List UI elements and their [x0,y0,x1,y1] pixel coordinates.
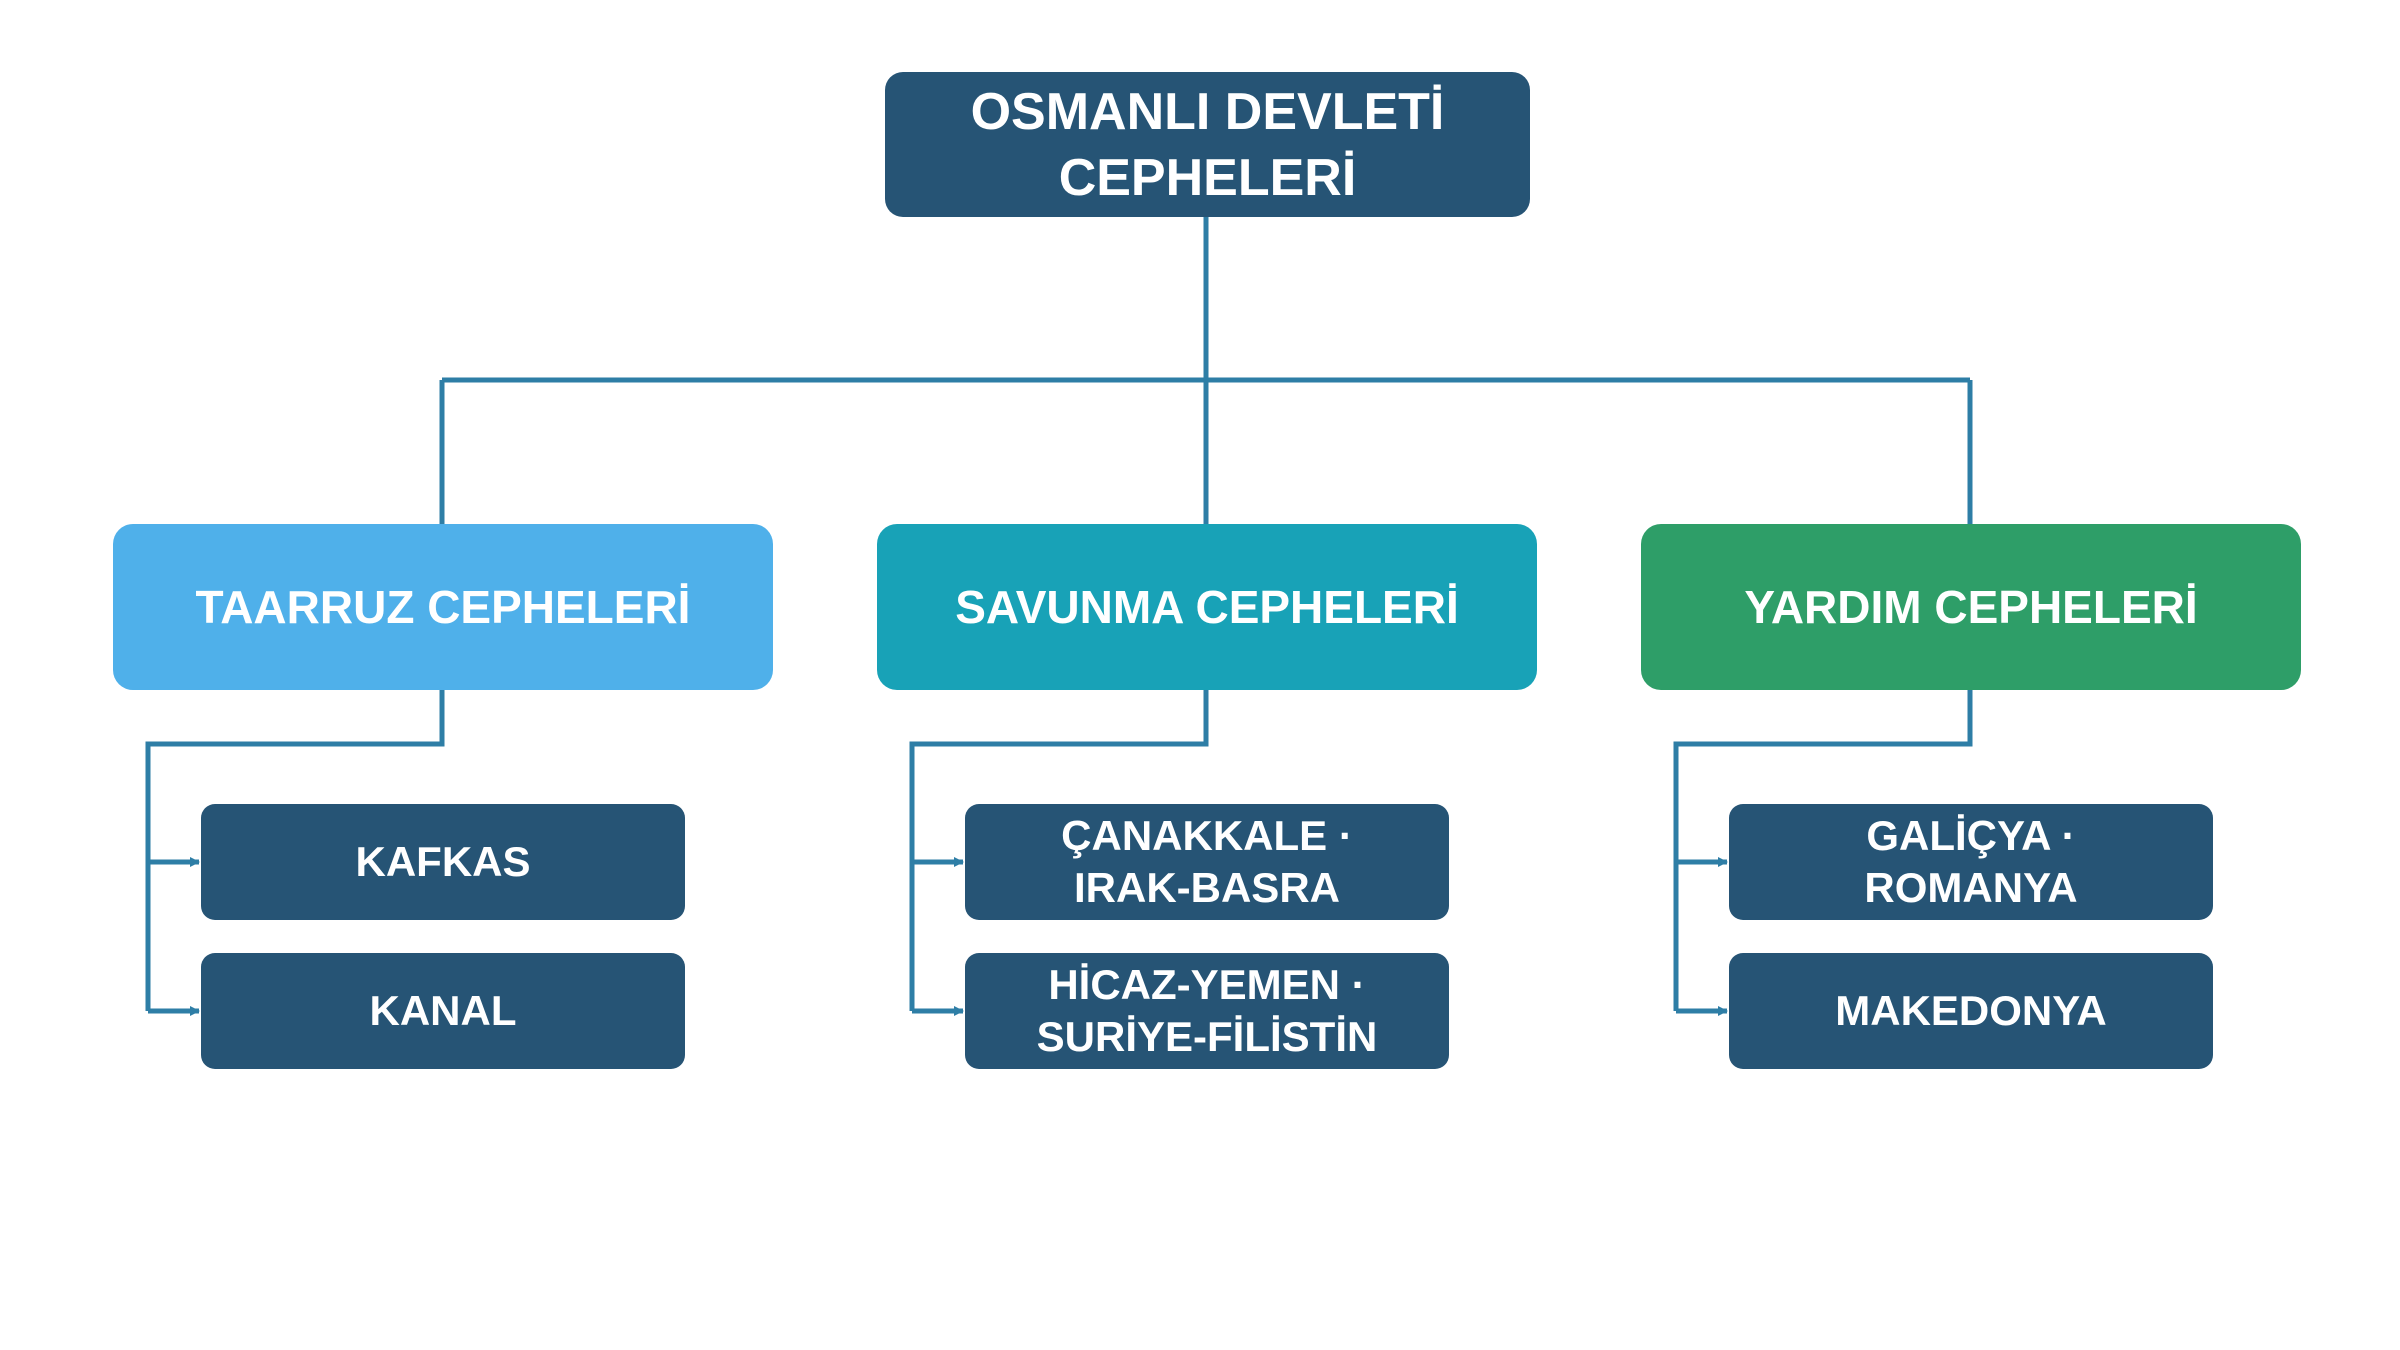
item-kanal: KANAL [201,953,685,1069]
root-node: OSMANLI DEVLETİ CEPHELERİ [885,72,1530,217]
tree-spine-taarruz-line [145,690,445,1011]
item-galicya-romanya: GALİÇYA · ROMANYA [1729,804,2213,920]
tree-spine-savunma-line [909,690,1209,1011]
category-savunma: SAVUNMA CEPHELERİ [877,524,1537,690]
category-taarruz: TAARRUZ CEPHELERİ [113,524,773,690]
tree-spine-yardim-line [1673,690,1973,1011]
item-hicaz-yemen-suriye-filistin: HİCAZ-YEMEN · SURİYE-FİLİSTİN [965,953,1449,1069]
item-makedonya: MAKEDONYA [1729,953,2213,1069]
item-kafkas: KAFKAS [201,804,685,920]
category-yardim: YARDIM CEPHELERİ [1641,524,2301,690]
item-canakkale-irak-basra: ÇANAKKALE · IRAK-BASRA [965,804,1449,920]
